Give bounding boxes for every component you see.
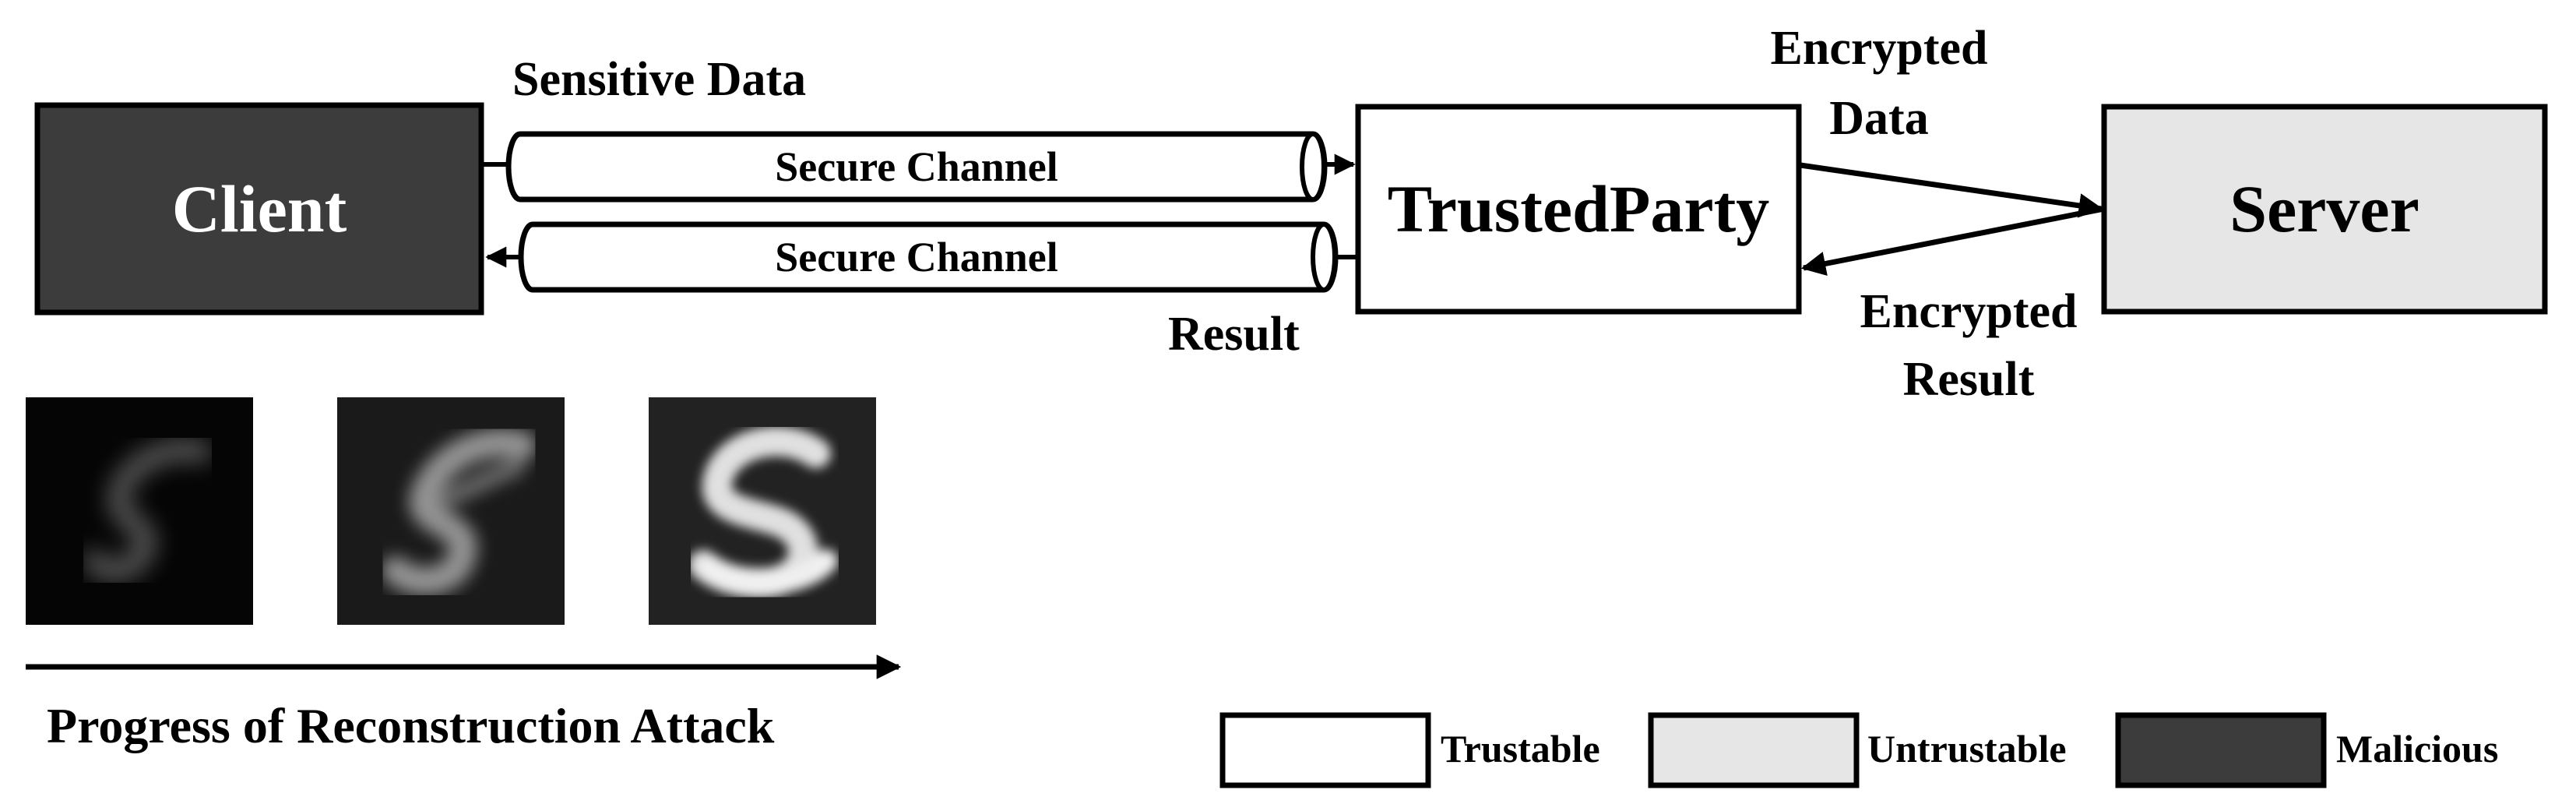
legend-label-malicious: Malicious (2336, 727, 2499, 770)
legend-swatch-trustable (1219, 712, 1431, 788)
encrypted-data-arrow (1800, 162, 2104, 218)
legend-swatch-untrustable (1648, 712, 1860, 788)
server-box (2101, 104, 2548, 315)
encrypted-result-label-line2: Result (1902, 353, 2035, 406)
encrypted-result-arrow (1800, 206, 2105, 276)
legend-label-untrustable: Untrustable (1867, 727, 2067, 770)
encrypted-result-label-line1: Encrypted (1860, 285, 2078, 338)
result-label: Result (1168, 308, 1300, 361)
client-box (34, 102, 484, 316)
reconstruction-stage-2-image (337, 397, 565, 625)
server-label: Server (2229, 171, 2419, 247)
encrypted-data-label-line2: Data (1829, 92, 1929, 145)
encrypted-data-label-line1: Encrypted (1770, 22, 1988, 75)
secure-channel-bottom-label: Secure Channel (775, 233, 1058, 280)
sensitive-data-label: Sensitive Data (512, 53, 807, 106)
secure-channel-bottom-pipe (485, 221, 1358, 293)
secure-channel-top-label: Secure Channel (775, 143, 1058, 190)
reconstruction-stage-1-image (26, 397, 253, 625)
secure-channel-top-pipe (481, 131, 1356, 203)
reconstruction-stage-3-image (649, 397, 876, 625)
trusted-party-box (1355, 104, 1802, 315)
legend-label-trustable: Trustable (1441, 727, 1600, 770)
attack-progress-caption: Progress of Reconstruction Attack (47, 698, 775, 753)
client-label: Client (171, 171, 347, 246)
legend-swatch-malicious (2115, 712, 2327, 788)
